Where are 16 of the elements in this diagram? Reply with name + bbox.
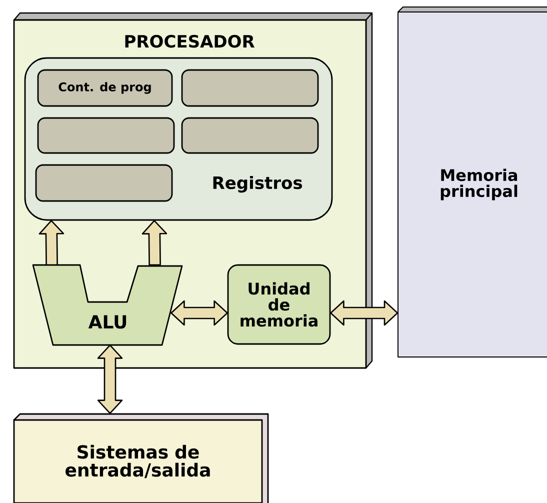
register-box [181, 69, 319, 107]
box-heading: PROCESADOR [125, 34, 255, 48]
double-arrow [97, 344, 123, 414]
register-box [181, 117, 319, 154]
panel-label: Registros [213, 176, 302, 193]
register-box [37, 117, 175, 154]
double-arrow [170, 300, 228, 326]
block-arrow [38, 220, 64, 266]
memory-block: Memoria principal [398, 6, 547, 358]
register-box [35, 164, 173, 202]
alu-block: ALU [32, 264, 183, 346]
register-box: Cont. de prog [37, 69, 173, 107]
io-block: Sistemas de entrada/salida [13, 413, 269, 503]
block-arrow [142, 220, 168, 266]
double-arrow [330, 300, 398, 326]
memory-unit-box: Unidad de memoria [227, 264, 331, 345]
